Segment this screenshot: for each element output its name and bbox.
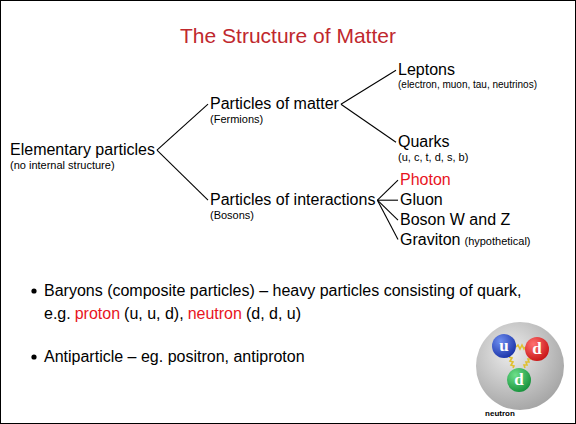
tree-node: Photon [398,170,453,190]
tree-node: Particles of matter(Fermions) [208,94,341,127]
tree-branch-line [341,70,396,104]
neutron-sphere [476,322,564,410]
tree-node: Elementary particles(no internal structu… [8,140,157,173]
down-quark-ball [525,337,549,361]
node-heading: Elementary particles [10,141,155,159]
tree-branch-line [377,180,398,200]
node-note: (hypothetical) [464,235,530,247]
node-heading: Particles of interactions [210,191,375,209]
bullet-paragraph: Baryons (composite particles) – heavy pa… [44,279,558,325]
gluon-spring [509,357,514,368]
down-quark-ball [507,368,531,392]
tree-node: Leptons(electron, muon, tau, neutrinos) [396,60,539,92]
bullet-dot [31,288,36,293]
tree-branch-line [377,200,398,201]
node-heading: Graviton [400,231,460,248]
tree-node: Boson W and Z [398,210,512,230]
node-note: (no internal structure) [10,159,155,172]
bullet-text: (d, d, u) [246,305,301,322]
node-heading: Quarks [398,133,468,151]
node-note: (Bosons) [210,209,375,222]
tree-node: Graviton (hypothetical) [398,230,533,250]
up-quark-ball [492,334,516,358]
bullet-text: proton [75,305,120,322]
node-note: (Fermions) [210,113,339,126]
quark-letter: d [514,370,523,390]
node-note: (u, c, t, d, s, b) [398,151,468,164]
node-note: (electron, muon, tau, neutrinos) [398,79,537,91]
tree-branch-line [341,104,396,142]
node-heading: Leptons [398,61,537,79]
node-heading: Gluon [400,191,443,209]
tree-branch-line [377,200,398,239]
gluon-spring [524,359,531,368]
tree-branch-line [157,150,208,200]
quark-letter: d [532,339,541,359]
tree-node: Quarks(u, c, t, d, s, b) [396,132,470,165]
tree-node: Gluon [398,190,445,210]
tree-branch-line [157,104,208,150]
tree-branch-line [377,200,398,220]
bullet-text: Antiparticle – eg. positron, antiproton [44,348,305,365]
bullet-dot [31,354,36,359]
quark-letter: u [499,336,508,356]
node-heading: Photon [400,171,451,189]
slide-title: The Structure of Matter [180,24,396,48]
node-heading: Particles of matter [210,95,339,113]
bullet-text: neutron [188,305,242,322]
bullet-text: (u, u, d), [124,305,184,322]
bullet-paragraph: Antiparticle – eg. positron, antiproton [44,345,464,368]
node-heading: Boson W and Z [400,211,510,229]
tree-node: Particles of interactions(Bosons) [208,190,377,223]
gluon-spring [516,345,525,349]
figure-caption: neutron [485,409,515,418]
